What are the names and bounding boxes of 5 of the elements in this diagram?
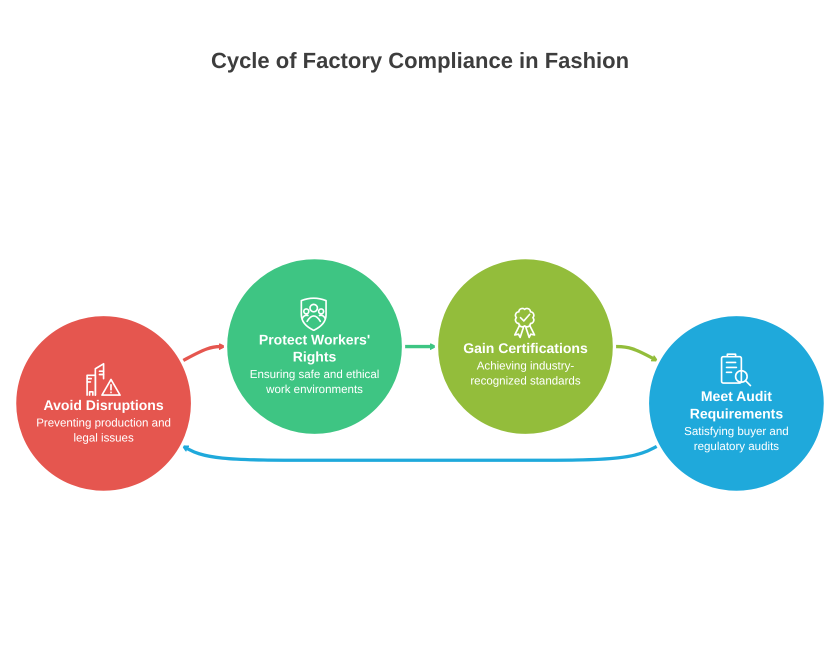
title: Cycle of Factory Compliance in Fashion — [210, 48, 630, 74]
arrow — [181, 342, 226, 363]
arrow — [182, 444, 659, 462]
arrow — [614, 344, 658, 362]
arrow — [404, 342, 437, 350]
